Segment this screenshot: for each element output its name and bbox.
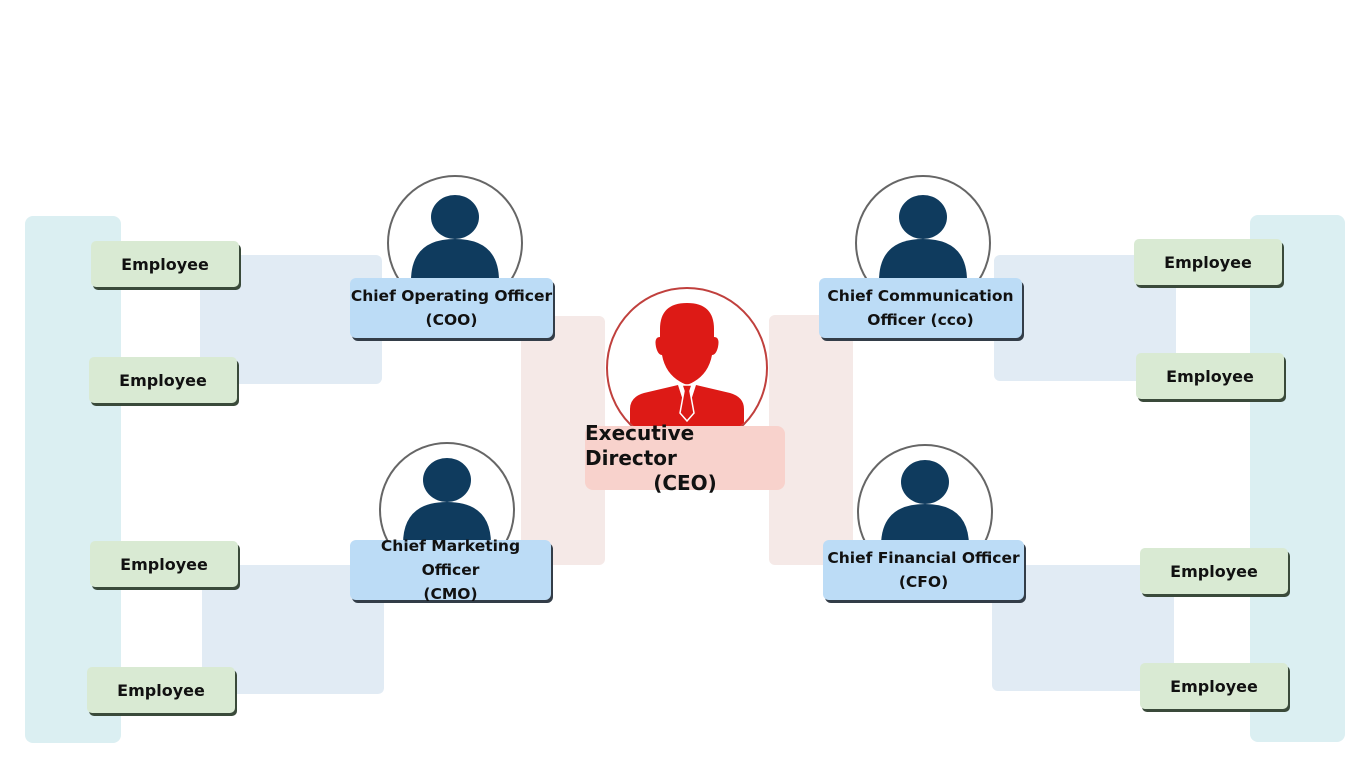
right-panel [1250,215,1345,742]
employee-box[interactable]: Employee [1134,239,1282,285]
cfo-abbr: (CFO) [898,573,949,591]
employee-box[interactable]: Employee [87,667,235,713]
ceo-box[interactable]: Executive Director (CEO) [585,421,785,495]
cco-box[interactable]: Chief Communication Officer (cco) [819,278,1022,338]
ceo-avatar-icon [606,287,768,449]
employee-box[interactable]: Employee [1140,663,1288,709]
coo-box[interactable]: Chief Operating Officer (COO) [350,278,553,338]
coo-abbr: (COO) [425,311,478,329]
employee-box[interactable]: Employee [1136,353,1284,399]
cco-title: Chief Communication [827,287,1014,305]
cmo-abbr: (CMO) [423,585,478,603]
cfo-title: Chief Financial Officer [827,549,1020,567]
coo-title: Chief Operating Officer [350,287,553,305]
employee-box[interactable]: Employee [89,357,237,403]
employee-box[interactable]: Employee [91,241,239,287]
employee-box[interactable]: Employee [90,541,238,587]
left-panel [25,216,121,743]
cmo-title: Chief Marketing Officer [380,537,521,579]
employee-box[interactable]: Employee [1140,548,1288,594]
cmo-box[interactable]: Chief Marketing Officer (CMO) [350,537,551,603]
ceo-title: Executive Director [585,420,695,470]
ceo-abbr: (CEO) [653,470,717,495]
cfo-box[interactable]: Chief Financial Officer (CFO) [823,540,1024,600]
cco-abbr: Officer (cco) [867,311,974,329]
